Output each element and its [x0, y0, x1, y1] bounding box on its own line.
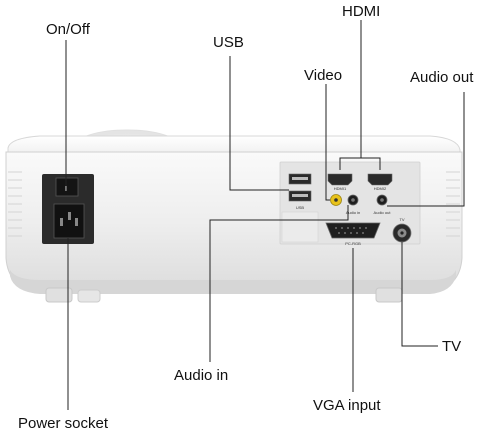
io-panel-inset [281, 211, 319, 243]
leader-lines [65, 20, 465, 410]
foot-right [375, 287, 403, 303]
hdmi-port-1 [327, 173, 353, 186]
leader-video [325, 84, 330, 201]
leader-tv [401, 242, 438, 347]
leader-audio-out [387, 92, 465, 207]
socket-pin-top [68, 212, 71, 220]
label-usb: USB [213, 34, 244, 51]
leader-usb [229, 56, 289, 191]
socket-pin-left [60, 218, 63, 226]
audio-in-jack-center [351, 198, 355, 202]
usb-port-label: USB [296, 205, 305, 210]
vga-port-label: PC-RGB [345, 241, 361, 246]
hdmi-port-2-label: HDMI2 [374, 186, 387, 191]
audio-in-port-label: Audio in [346, 210, 360, 215]
video-rca-center [334, 198, 338, 202]
tv-coax-center [400, 231, 404, 235]
socket-pin-right [75, 218, 78, 226]
usb-port-1-tongue [292, 177, 308, 180]
power-socket [53, 203, 85, 239]
label-video: Video [304, 67, 343, 84]
power-switch-mark: I [65, 184, 68, 194]
foot-left [45, 287, 73, 303]
label-hdmi: HDMI [342, 3, 381, 20]
audio-out-jack-center [380, 198, 384, 202]
label-tv: TV [442, 338, 462, 355]
vga-port [325, 222, 381, 239]
label-power-socket: Power socket [18, 415, 109, 432]
hdmi-port-1-label: HDMI1 [334, 186, 347, 191]
label-audio-in: Audio in [174, 367, 229, 384]
tv-port-label: TV [399, 217, 404, 222]
foot-center [77, 289, 101, 303]
usb-port-2-tongue [292, 194, 308, 197]
leader-hdmi-branch [339, 157, 381, 170]
body-bottom [10, 270, 456, 294]
side-vents [8, 171, 460, 237]
label-on-off: On/Off [46, 21, 90, 38]
leader-audio-in [209, 205, 349, 362]
power-switch [55, 177, 79, 197]
label-vga-input: VGA input [313, 397, 381, 414]
vga-pins [335, 227, 367, 234]
hdmi-port-2 [367, 173, 393, 186]
label-audio-out: Audio out [410, 69, 474, 86]
audio-out-port-label: Audio out [374, 210, 392, 215]
